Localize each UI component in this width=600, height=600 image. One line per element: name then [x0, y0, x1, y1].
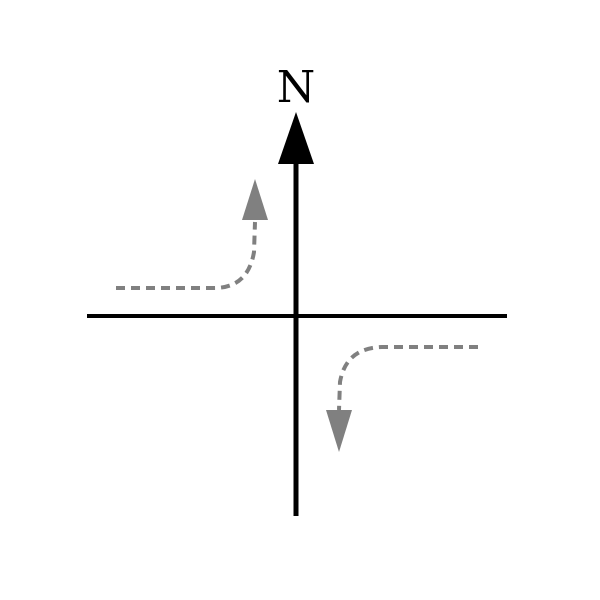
north-arrowhead-icon: [278, 112, 314, 164]
north-label: N: [277, 62, 316, 113]
upper-left-turn-path: [116, 221, 257, 290]
lower-right-turn-path: [337, 345, 478, 411]
lower-right-arrowhead-icon: [326, 410, 352, 452]
upper-left-arrowhead-icon: [242, 179, 268, 220]
